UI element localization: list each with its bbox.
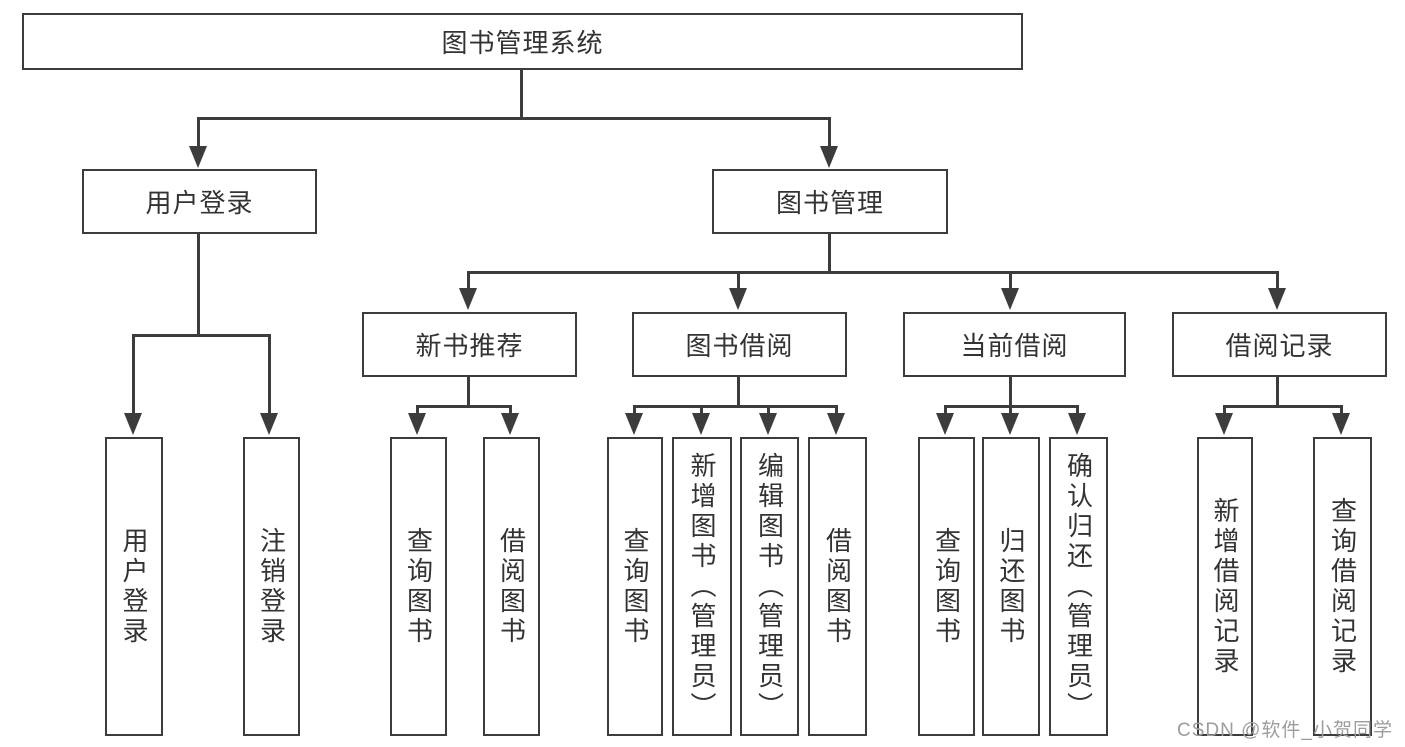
- csdn-watermark: CSDN @软件_小贺同学: [1177, 720, 1393, 741]
- connector-stem-book-borrow: [737, 271, 740, 289]
- leaf-query-borrow-record: 查询借阅记录: [1313, 437, 1372, 736]
- connector-stem-leaf: [944, 405, 947, 415]
- arrowhead-user-login: [189, 146, 207, 168]
- leaf-query-books-1: 查询图书: [390, 437, 447, 736]
- arrowhead-new-book: [459, 288, 477, 310]
- connector-level2-branch: [198, 117, 831, 120]
- leaf-confirm-return-admin: 确认归还（管理员）: [1049, 437, 1108, 736]
- arrowhead-leaf-query-books-2: [625, 413, 643, 435]
- connector-book-management-stub: [828, 234, 831, 274]
- connector-stem-leaf-user-login: [132, 334, 135, 414]
- leaf-borrow-books-1: 借阅图书: [483, 437, 540, 736]
- node-current-borrowing: 当前借阅: [903, 312, 1126, 377]
- connector-borrow-records-branch: [1223, 405, 1343, 408]
- connector-level3-branch: [467, 271, 1279, 274]
- arrowhead-current-borrow: [1001, 288, 1019, 310]
- connector-stem-user-login: [197, 117, 200, 147]
- connector-root-stub: [520, 70, 523, 118]
- node-label: 图书管理系统: [441, 28, 604, 58]
- connector-stem-leaf: [633, 405, 636, 415]
- connector-stem-leaf-logout: [268, 334, 271, 414]
- connector-current-borrow-stub: [1009, 377, 1012, 408]
- node-new-book-recommendation: 新书推荐: [362, 312, 577, 377]
- node-label: 图书借阅: [685, 331, 794, 361]
- leaf-label: 查询图书: [403, 526, 434, 647]
- node-book-borrowing: 图书借阅: [632, 312, 847, 377]
- leaf-user-login: 用户登录: [105, 437, 163, 736]
- connector-stem-leaf: [416, 405, 419, 415]
- connector-stem-borrow-records: [1276, 271, 1279, 289]
- arrowhead-leaf-logout: [260, 413, 278, 435]
- node-label: 图书管理: [775, 188, 884, 218]
- leaf-edit-books-admin: 编辑图书（管理员）: [740, 437, 799, 736]
- connector-stem-leaf: [1009, 405, 1012, 415]
- connector-stem-leaf: [1340, 405, 1343, 415]
- arrowhead-leaf-borrow-books-1: [501, 413, 519, 435]
- connector-stem-leaf: [1223, 405, 1226, 415]
- connector-new-book-stub: [467, 377, 470, 408]
- node-user-login: 用户登录: [82, 169, 317, 234]
- connector-stem-leaf: [1076, 405, 1079, 415]
- arrowhead-leaf-return-books: [1001, 413, 1019, 435]
- connector-stem-leaf: [700, 405, 703, 415]
- connector-stem-leaf: [509, 405, 512, 415]
- arrowhead-book-management: [820, 146, 838, 168]
- connector-stem-new-book: [467, 271, 470, 289]
- connector-new-book-branch: [416, 405, 512, 408]
- node-label: 借阅记录: [1225, 331, 1334, 361]
- arrowhead-leaf-query-books-3: [936, 413, 954, 435]
- node-label: 新书推荐: [415, 331, 524, 361]
- arrowhead-book-borrow: [729, 288, 747, 310]
- connector-stem-leaf: [767, 405, 770, 415]
- connector-borrow-records-stub: [1276, 376, 1279, 408]
- arrowhead-leaf-query-record: [1332, 413, 1350, 435]
- arrowhead-leaf-user-login: [124, 413, 142, 435]
- leaf-label: 注销登录: [256, 526, 287, 647]
- leaf-label: 确认归还（管理员）: [1063, 451, 1094, 722]
- leaf-query-books-2: 查询图书: [607, 437, 663, 736]
- leaf-query-books-3: 查询图书: [918, 437, 975, 736]
- arrowhead-borrow-records: [1268, 288, 1286, 310]
- leaf-label: 用户登录: [119, 526, 149, 647]
- leaf-label: 查询借阅记录: [1327, 496, 1358, 677]
- leaf-label: 新增图书（管理员）: [687, 451, 717, 722]
- leaf-logout: 注销登录: [243, 437, 300, 736]
- leaf-label: 归还图书: [996, 526, 1026, 647]
- leaf-return-books: 归还图书: [982, 437, 1040, 736]
- leaf-add-borrow-record: 新增借阅记录: [1197, 437, 1253, 736]
- leaf-borrow-books-2: 借阅图书: [808, 437, 867, 736]
- connector-stem-book-management: [828, 117, 831, 147]
- node-label: 用户登录: [145, 188, 254, 218]
- connector-stem-current-borrow: [1009, 271, 1012, 289]
- arrowhead-leaf-borrow-books-2: [827, 413, 845, 435]
- connector-user-login-stub: [197, 234, 200, 337]
- connector-book-borrow-branch: [633, 405, 837, 408]
- leaf-label: 新增借阅记录: [1210, 496, 1240, 677]
- arrowhead-leaf-add-record: [1215, 413, 1233, 435]
- node-borrowing-records: 借阅记录: [1172, 312, 1387, 377]
- node-book-management: 图书管理: [712, 169, 948, 234]
- arrowhead-leaf-confirm-return: [1068, 413, 1086, 435]
- connector-user-login-branch: [132, 334, 271, 337]
- leaf-label: 借阅图书: [496, 526, 527, 647]
- leaf-label: 查询图书: [931, 526, 962, 647]
- leaf-label: 查询图书: [620, 526, 650, 647]
- connector-stem-leaf: [835, 405, 838, 415]
- leaf-label: 编辑图书（管理员）: [754, 451, 785, 722]
- arrowhead-leaf-edit-books: [759, 413, 777, 435]
- connector-book-borrow-stub: [737, 377, 740, 408]
- leaf-add-books-admin: 新增图书（管理员）: [672, 437, 732, 736]
- arrowhead-leaf-add-books: [692, 413, 710, 435]
- node-label: 当前借阅: [960, 331, 1069, 361]
- leaf-label: 借阅图书: [822, 526, 853, 647]
- node-library-management-system: 图书管理系统: [22, 13, 1023, 70]
- arrowhead-leaf-query-books-1: [408, 413, 426, 435]
